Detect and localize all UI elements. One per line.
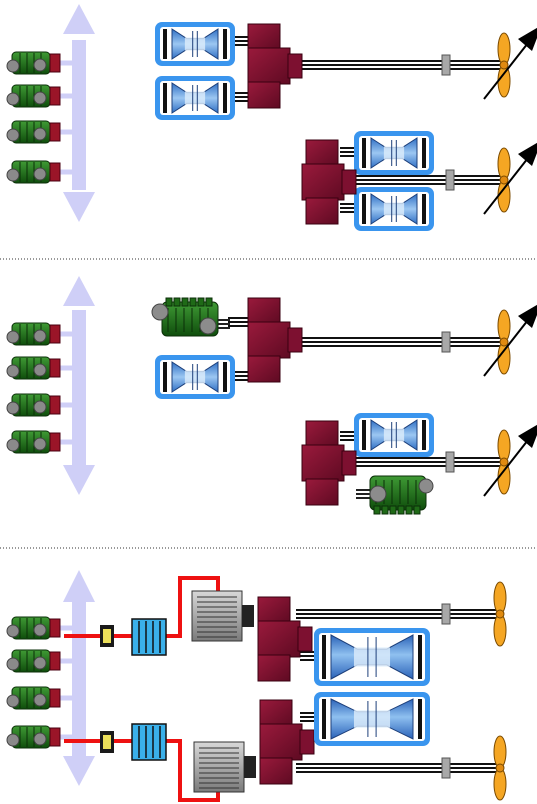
gas-turbine-icon xyxy=(314,628,430,686)
gas-turbine-icon xyxy=(155,355,235,399)
generator-set-icon xyxy=(6,120,78,144)
gearbox-icon xyxy=(259,699,315,785)
shaft-bearing xyxy=(441,54,451,76)
transformer-icon xyxy=(131,723,167,761)
gearbox-icon xyxy=(301,420,357,506)
converter-icon xyxy=(100,625,114,647)
propeller-shaft xyxy=(340,451,500,473)
propeller-icon xyxy=(483,27,537,100)
power-bus-icon xyxy=(63,4,95,222)
diesel-engine-icon xyxy=(151,297,230,337)
propeller-icon xyxy=(493,581,507,647)
input-shaft xyxy=(340,147,356,157)
propeller-icon xyxy=(493,735,507,801)
generator-set-icon xyxy=(6,686,78,710)
generator-set-icon xyxy=(6,84,78,108)
generator-set-icon xyxy=(6,356,78,380)
input-shaft xyxy=(300,651,316,661)
input-shaft xyxy=(300,712,316,722)
gearbox-icon xyxy=(257,596,313,682)
propeller-icon xyxy=(483,304,537,377)
gearbox-icon xyxy=(247,23,303,109)
generator-set-icon xyxy=(6,430,78,454)
electric-motor-icon xyxy=(191,590,254,642)
input-shaft xyxy=(228,317,250,327)
shaft-bearing xyxy=(441,757,451,779)
pitch-arrow-icon xyxy=(483,27,537,100)
gas-turbine-icon xyxy=(354,413,434,457)
pitch-arrow-icon xyxy=(483,424,537,497)
generator-set-icon xyxy=(6,725,78,749)
generator-set-icon xyxy=(6,51,78,75)
gas-turbine-icon xyxy=(155,22,235,66)
power-cable xyxy=(166,739,220,802)
gearbox-icon xyxy=(301,139,357,225)
pitch-arrow-icon xyxy=(483,142,537,215)
input-shaft xyxy=(234,36,250,46)
transformer-icon xyxy=(131,618,167,656)
propeller-icon xyxy=(483,142,537,215)
electric-motor-icon xyxy=(193,741,256,793)
generator-set-icon xyxy=(6,393,78,417)
propeller-shaft xyxy=(296,603,500,625)
propeller-shaft xyxy=(296,757,500,779)
generator-set-icon xyxy=(6,649,78,673)
gas-turbine-icon xyxy=(314,692,430,746)
input-shaft xyxy=(234,92,250,102)
generator-set-icon xyxy=(6,160,78,184)
propeller-shaft xyxy=(288,54,500,76)
gas-turbine-icon xyxy=(354,131,434,175)
gas-turbine-icon xyxy=(354,187,434,231)
converter-icon xyxy=(100,731,114,753)
gearbox-icon xyxy=(247,297,303,383)
generator-set-icon xyxy=(6,322,78,346)
power-bus-icon xyxy=(63,570,95,786)
propeller-shaft xyxy=(340,169,500,191)
input-shaft xyxy=(234,371,250,381)
shaft-bearing xyxy=(445,451,455,473)
power-bus-icon xyxy=(63,276,95,495)
generator-set-icon xyxy=(6,616,78,640)
shaft-bearing xyxy=(441,331,451,353)
input-shaft xyxy=(340,431,356,441)
pitch-arrow-icon xyxy=(483,304,537,377)
propeller-shaft xyxy=(288,331,500,353)
gas-turbine-icon xyxy=(155,76,235,120)
input-shaft xyxy=(340,203,356,213)
propeller-icon xyxy=(483,424,537,497)
shaft-bearing xyxy=(445,169,455,191)
power-cable xyxy=(166,576,220,638)
diesel-engine-icon xyxy=(356,475,434,515)
shaft-bearing xyxy=(441,603,451,625)
